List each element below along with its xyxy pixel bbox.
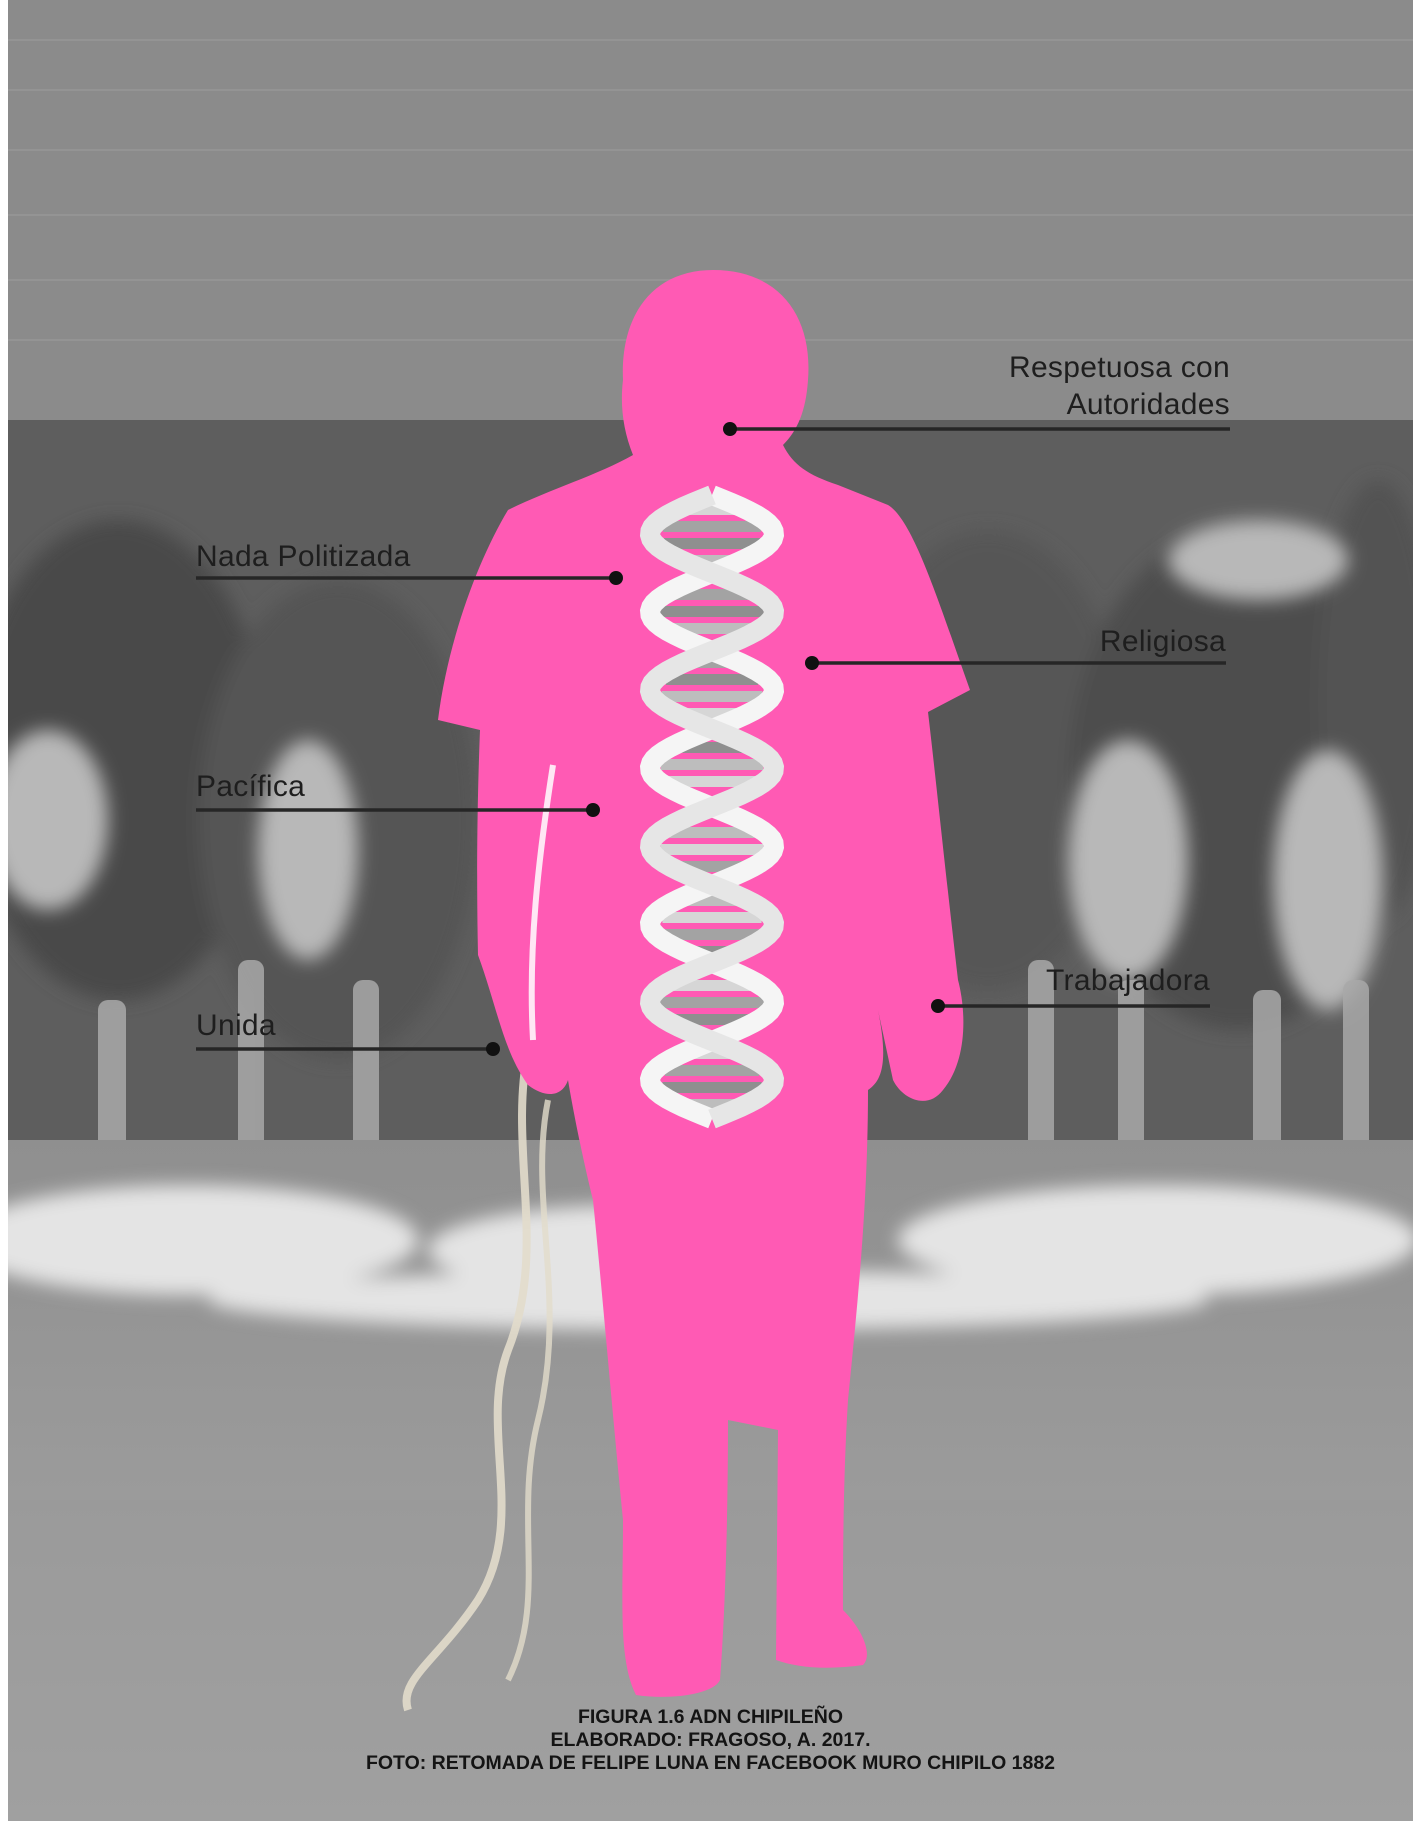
label-trabajadora: Trabajadora [968,962,1210,999]
helix-rung [662,912,761,923]
dot-nada-politizada [609,571,623,585]
helix-rung [660,997,764,1008]
caption-line2: ELABORADO: FRAGOSO, A. 2017. [8,1729,1413,1752]
label-unida: Unida [196,1007,276,1044]
helix-rung [661,759,763,770]
label-respetuosa-line1: Respetuosa con [908,349,1230,386]
helix-rung [660,606,764,617]
figure: Respetuosa con Autoridades Nada Politiza… [8,0,1413,1821]
helix-rung [663,521,761,532]
label-pacifica: Pacífica [196,768,305,805]
helix-rung [660,844,763,855]
label-respetuosa-line2: Autoridades [908,386,1230,423]
dot-unida [486,1042,500,1056]
caption-line3: FOTO: RETOMADA DE FELIPE LUNA EN FACEBOO… [8,1752,1413,1775]
dot-trabajadora [931,999,945,1013]
helix-rung [665,1065,759,1076]
dot-respetuosa [723,422,737,436]
label-respetuosa: Respetuosa con Autoridades [908,349,1230,423]
helix-rung [664,538,760,549]
helix-rung [662,691,762,702]
helix-rung [662,1082,761,1093]
caption-line1: FIGURA 1.6 ADN CHIPILEÑO [8,1706,1413,1729]
dot-pacifica [586,803,600,817]
diagram-canvas [8,0,1413,1821]
label-religiosa: Religiosa [968,623,1226,660]
label-nada-politizada: Nada Politizada [196,538,411,575]
dot-religiosa [805,656,819,670]
